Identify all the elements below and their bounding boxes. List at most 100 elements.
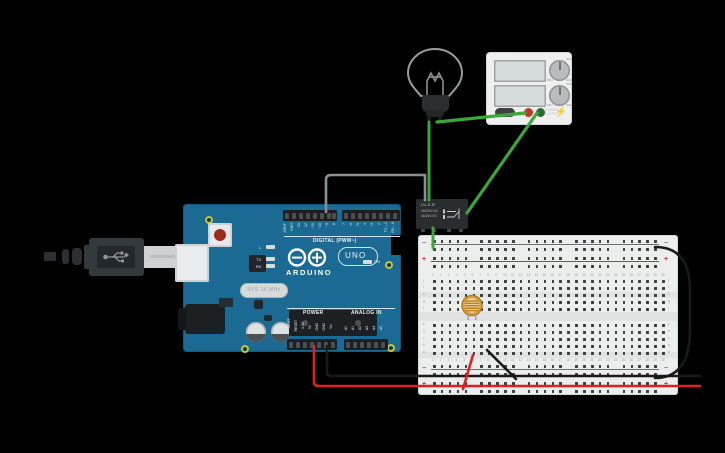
breadboard-hole[interactable] — [527, 345, 531, 348]
breadboard-rail-hole[interactable] — [433, 257, 436, 260]
breadboard-rail-hole[interactable] — [527, 265, 531, 268]
breadboard-rail-hole[interactable] — [551, 390, 555, 393]
breadboard-hole[interactable] — [496, 287, 499, 290]
breadboard-hole[interactable] — [591, 280, 594, 283]
breadboard-rail-hole[interactable] — [606, 390, 610, 393]
breadboard-rail-hole[interactable] — [654, 248, 657, 251]
breadboard-hole[interactable] — [638, 345, 641, 348]
breadboard-rail-hole[interactable] — [527, 248, 531, 251]
breadboard-rail-hole[interactable] — [551, 382, 555, 385]
breadboard-rail-hole[interactable] — [448, 365, 452, 368]
breadboard-rail-hole[interactable] — [512, 265, 515, 268]
breadboard-rail-hole[interactable] — [606, 373, 610, 376]
breadboard-hole[interactable] — [504, 331, 507, 334]
relay-pin[interactable] — [432, 229, 436, 232]
breadboard-hole[interactable] — [496, 301, 499, 304]
breadboard-rail-hole[interactable] — [598, 390, 602, 393]
breadboard-hole[interactable] — [448, 294, 452, 297]
breadboard-rail-hole[interactable] — [440, 265, 444, 268]
breadboard-rail-hole[interactable] — [535, 240, 539, 243]
breadboard-rail-hole[interactable] — [464, 240, 468, 243]
breadboard-hole[interactable] — [433, 324, 436, 327]
breadboard-hole[interactable] — [440, 338, 444, 341]
breadboard-rail-hole[interactable] — [433, 390, 436, 393]
breadboard-rail-hole[interactable] — [606, 240, 610, 243]
breadboard-rail-hole[interactable] — [654, 265, 657, 268]
breadboard-hole[interactable] — [638, 331, 641, 334]
breadboard-rail-hole[interactable] — [638, 373, 641, 376]
breadboard-rail-hole[interactable] — [654, 382, 657, 385]
breadboard-hole[interactable] — [512, 338, 515, 341]
breadboard-hole[interactable] — [433, 345, 436, 348]
breadboard-hole[interactable] — [448, 338, 452, 341]
breadboard-rail-hole[interactable] — [504, 240, 507, 243]
breadboard-hole[interactable] — [519, 308, 523, 311]
breadboard-rail-hole[interactable] — [591, 373, 594, 376]
breadboard-hole[interactable] — [488, 338, 491, 341]
breadboard-hole[interactable] — [606, 294, 610, 297]
breadboard-rail-hole[interactable] — [433, 248, 436, 251]
breadboard-rail-hole[interactable] — [488, 390, 491, 393]
breadboard-hole[interactable] — [575, 352, 578, 355]
breadboard-hole[interactable] — [535, 280, 539, 283]
breadboard-rail-hole[interactable] — [440, 382, 444, 385]
breadboard-rail-hole[interactable] — [551, 240, 555, 243]
breadboard-rail-hole[interactable] — [464, 248, 468, 251]
breadboard-hole[interactable] — [630, 345, 634, 348]
breadboard-hole[interactable] — [575, 331, 578, 334]
breadboard-hole[interactable] — [496, 345, 499, 348]
breadboard-hole[interactable] — [598, 338, 602, 341]
breadboard-rail-hole[interactable] — [456, 382, 460, 385]
breadboard-hole[interactable] — [598, 294, 602, 297]
breadboard-rail-hole[interactable] — [583, 265, 586, 268]
reset-button[interactable] — [208, 223, 232, 247]
breadboard-rail-hole[interactable] — [591, 382, 594, 385]
breadboard-hole[interactable] — [527, 280, 531, 283]
breadboard-hole[interactable] — [440, 280, 444, 283]
breadboard-rail-hole[interactable] — [440, 240, 444, 243]
breadboard-rail-hole[interactable] — [575, 390, 578, 393]
breadboard-hole[interactable] — [575, 294, 578, 297]
breadboard-hole[interactable] — [512, 345, 515, 348]
breadboard-hole[interactable] — [622, 308, 626, 311]
breadboard-rail-hole[interactable] — [598, 248, 602, 251]
breadboard-rail-hole[interactable] — [440, 257, 444, 260]
breadboard-rail-hole[interactable] — [630, 373, 634, 376]
breadboard-rail-hole[interactable] — [464, 257, 468, 260]
breadboard-rail-hole[interactable] — [646, 265, 649, 268]
breadboard-hole[interactable] — [464, 294, 468, 297]
breadboard-rail-hole[interactable] — [512, 248, 515, 251]
breadboard-rail-hole[interactable] — [591, 240, 594, 243]
breadboard-rail-hole[interactable] — [448, 373, 452, 376]
breadboard-hole[interactable] — [598, 301, 602, 304]
breadboard-hole[interactable] — [456, 280, 460, 283]
breadboard-hole[interactable] — [654, 294, 657, 297]
breadboard-hole[interactable] — [662, 324, 665, 327]
breadboard-hole[interactable] — [433, 294, 436, 297]
breadboard-hole[interactable] — [567, 331, 570, 334]
breadboard-hole[interactable] — [543, 294, 547, 297]
breadboard-rail-hole[interactable] — [504, 373, 507, 376]
digital-header-right[interactable] — [342, 210, 400, 221]
breadboard-hole[interactable] — [464, 280, 468, 283]
breadboard-hole[interactable] — [591, 338, 594, 341]
breadboard-hole[interactable] — [456, 345, 460, 348]
breadboard-rail-hole[interactable] — [480, 248, 483, 251]
breadboard-hole[interactable] — [598, 308, 602, 311]
breadboard-rail-hole[interactable] — [606, 248, 610, 251]
power-header[interactable] — [287, 339, 337, 350]
breadboard-hole[interactable] — [654, 345, 657, 348]
breadboard-hole[interactable] — [543, 301, 547, 304]
breadboard-hole[interactable] — [638, 301, 641, 304]
breadboard-hole[interactable] — [496, 331, 499, 334]
breadboard-rail-hole[interactable] — [654, 240, 657, 243]
breadboard-rail-hole[interactable] — [527, 390, 531, 393]
breadboard-rail-hole[interactable] — [496, 248, 499, 251]
breadboard-hole[interactable] — [543, 338, 547, 341]
breadboard-rail-hole[interactable] — [464, 365, 468, 368]
breadboard-rail-hole[interactable] — [622, 248, 626, 251]
breadboard-hole[interactable] — [480, 324, 483, 327]
breadboard-hole[interactable] — [543, 352, 547, 355]
breadboard-hole[interactable] — [630, 280, 634, 283]
breadboard-hole[interactable] — [551, 301, 555, 304]
